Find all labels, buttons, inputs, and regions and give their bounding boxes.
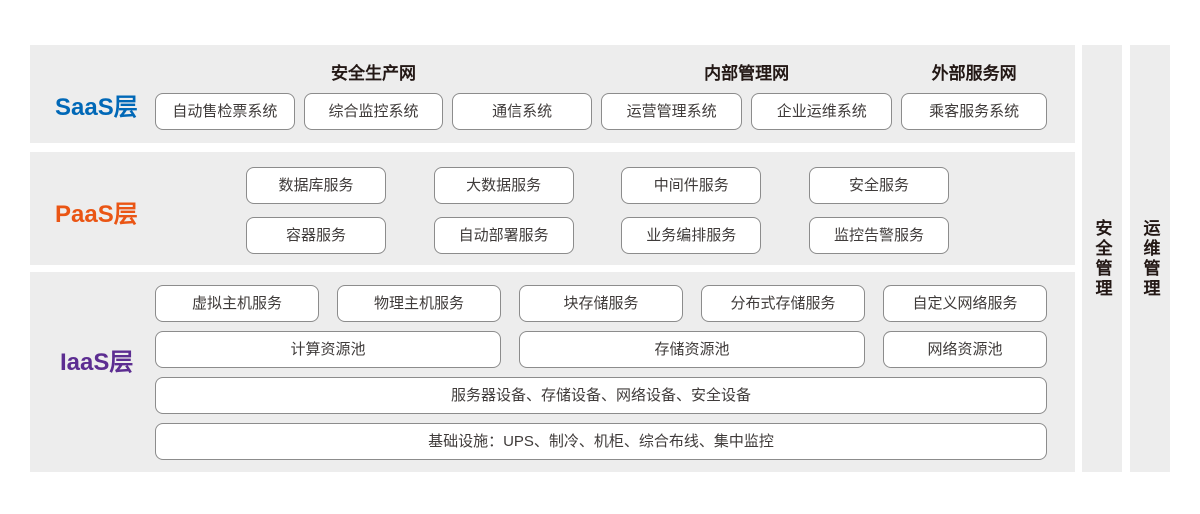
service-box: 乘客服务系统 — [901, 93, 1047, 130]
service-box: 自动售检票系统 — [155, 93, 295, 130]
resource-pool-box: 存储资源池 — [519, 331, 865, 368]
service-box: 安全服务 — [808, 167, 949, 204]
iaas-layer-label: IaaS层 — [60, 349, 134, 376]
network-group-header: 外部服务网 — [931, 64, 1017, 83]
service-box: 运营管理系统 — [601, 93, 743, 130]
service-box: 虚拟主机服务 — [155, 285, 319, 322]
operations-management-label: 运维管理 — [1140, 218, 1160, 299]
service-box: 综合监控系统 — [303, 93, 444, 130]
network-group-header: 内部管理网 — [704, 64, 790, 83]
service-box: 自定义网络服务 — [883, 285, 1047, 322]
hardware-equipment-box: 服务器设备、存储设备、网络设备、安全设备 — [155, 377, 1047, 414]
paas-layer-band: PaaS层 数据库服务 大数据服务 中间件服务 安全服务 容器服务 自动部署服务… — [30, 152, 1075, 265]
resource-pool-box: 网络资源池 — [883, 331, 1047, 368]
paas-box-row: 数据库服务 大数据服务 中间件服务 安全服务 — [246, 167, 949, 204]
paas-layer-label: PaaS层 — [55, 201, 138, 228]
saas-box-row: 运营管理系统 企业运维系统 — [601, 93, 893, 130]
saas-content: 安全生产网 自动售检票系统 综合监控系统 通信系统 内部管理网 运营管理系统 企… — [155, 59, 1047, 130]
service-box: 分布式存储服务 — [701, 285, 865, 322]
saas-box-row: 乘客服务系统 — [901, 93, 1047, 130]
service-box: 业务编排服务 — [621, 217, 762, 254]
iaas-layer-band: IaaS层 虚拟主机服务 物理主机服务 块存储服务 分布式存储服务 自定义网络服… — [30, 272, 1075, 472]
service-box: 企业运维系统 — [751, 93, 893, 130]
service-box: 容器服务 — [246, 217, 386, 254]
saas-group-production-network: 安全生产网 自动售检票系统 综合监控系统 通信系统 — [155, 59, 593, 130]
saas-box-row: 自动售检票系统 综合监控系统 通信系统 — [155, 93, 593, 130]
saas-layer-band: SaaS层 安全生产网 自动售检票系统 综合监控系统 通信系统 内部管理网 运营… — [30, 45, 1075, 143]
service-box: 监控告警服务 — [808, 217, 949, 254]
resource-pool-box: 计算资源池 — [155, 331, 501, 368]
operations-management-bar: 运维管理 — [1130, 45, 1170, 472]
service-box: 块存储服务 — [519, 285, 683, 322]
service-box: 物理主机服务 — [337, 285, 501, 322]
paas-box-row: 容器服务 自动部署服务 业务编排服务 监控告警服务 — [246, 217, 949, 254]
security-management-bar: 安全管理 — [1082, 45, 1122, 472]
saas-group-internal-management-network: 内部管理网 运营管理系统 企业运维系统 — [601, 59, 893, 130]
paas-content: 数据库服务 大数据服务 中间件服务 安全服务 容器服务 自动部署服务 业务编排服… — [246, 167, 949, 254]
service-box: 大数据服务 — [433, 167, 574, 204]
saas-group-external-service-network: 外部服务网 乘客服务系统 — [901, 59, 1047, 130]
service-box: 数据库服务 — [246, 167, 386, 204]
service-box: 通信系统 — [452, 93, 593, 130]
service-box: 自动部署服务 — [433, 217, 574, 254]
security-management-label: 安全管理 — [1092, 218, 1112, 299]
saas-layer-label: SaaS层 — [55, 94, 138, 121]
iaas-content: 虚拟主机服务 物理主机服务 块存储服务 分布式存储服务 自定义网络服务 计算资源… — [155, 285, 1047, 460]
infrastructure-box: 基础设施：UPS、制冷、机柜、综合布线、集中监控 — [155, 423, 1047, 460]
service-box: 中间件服务 — [621, 167, 762, 204]
network-group-header: 安全生产网 — [331, 64, 416, 83]
